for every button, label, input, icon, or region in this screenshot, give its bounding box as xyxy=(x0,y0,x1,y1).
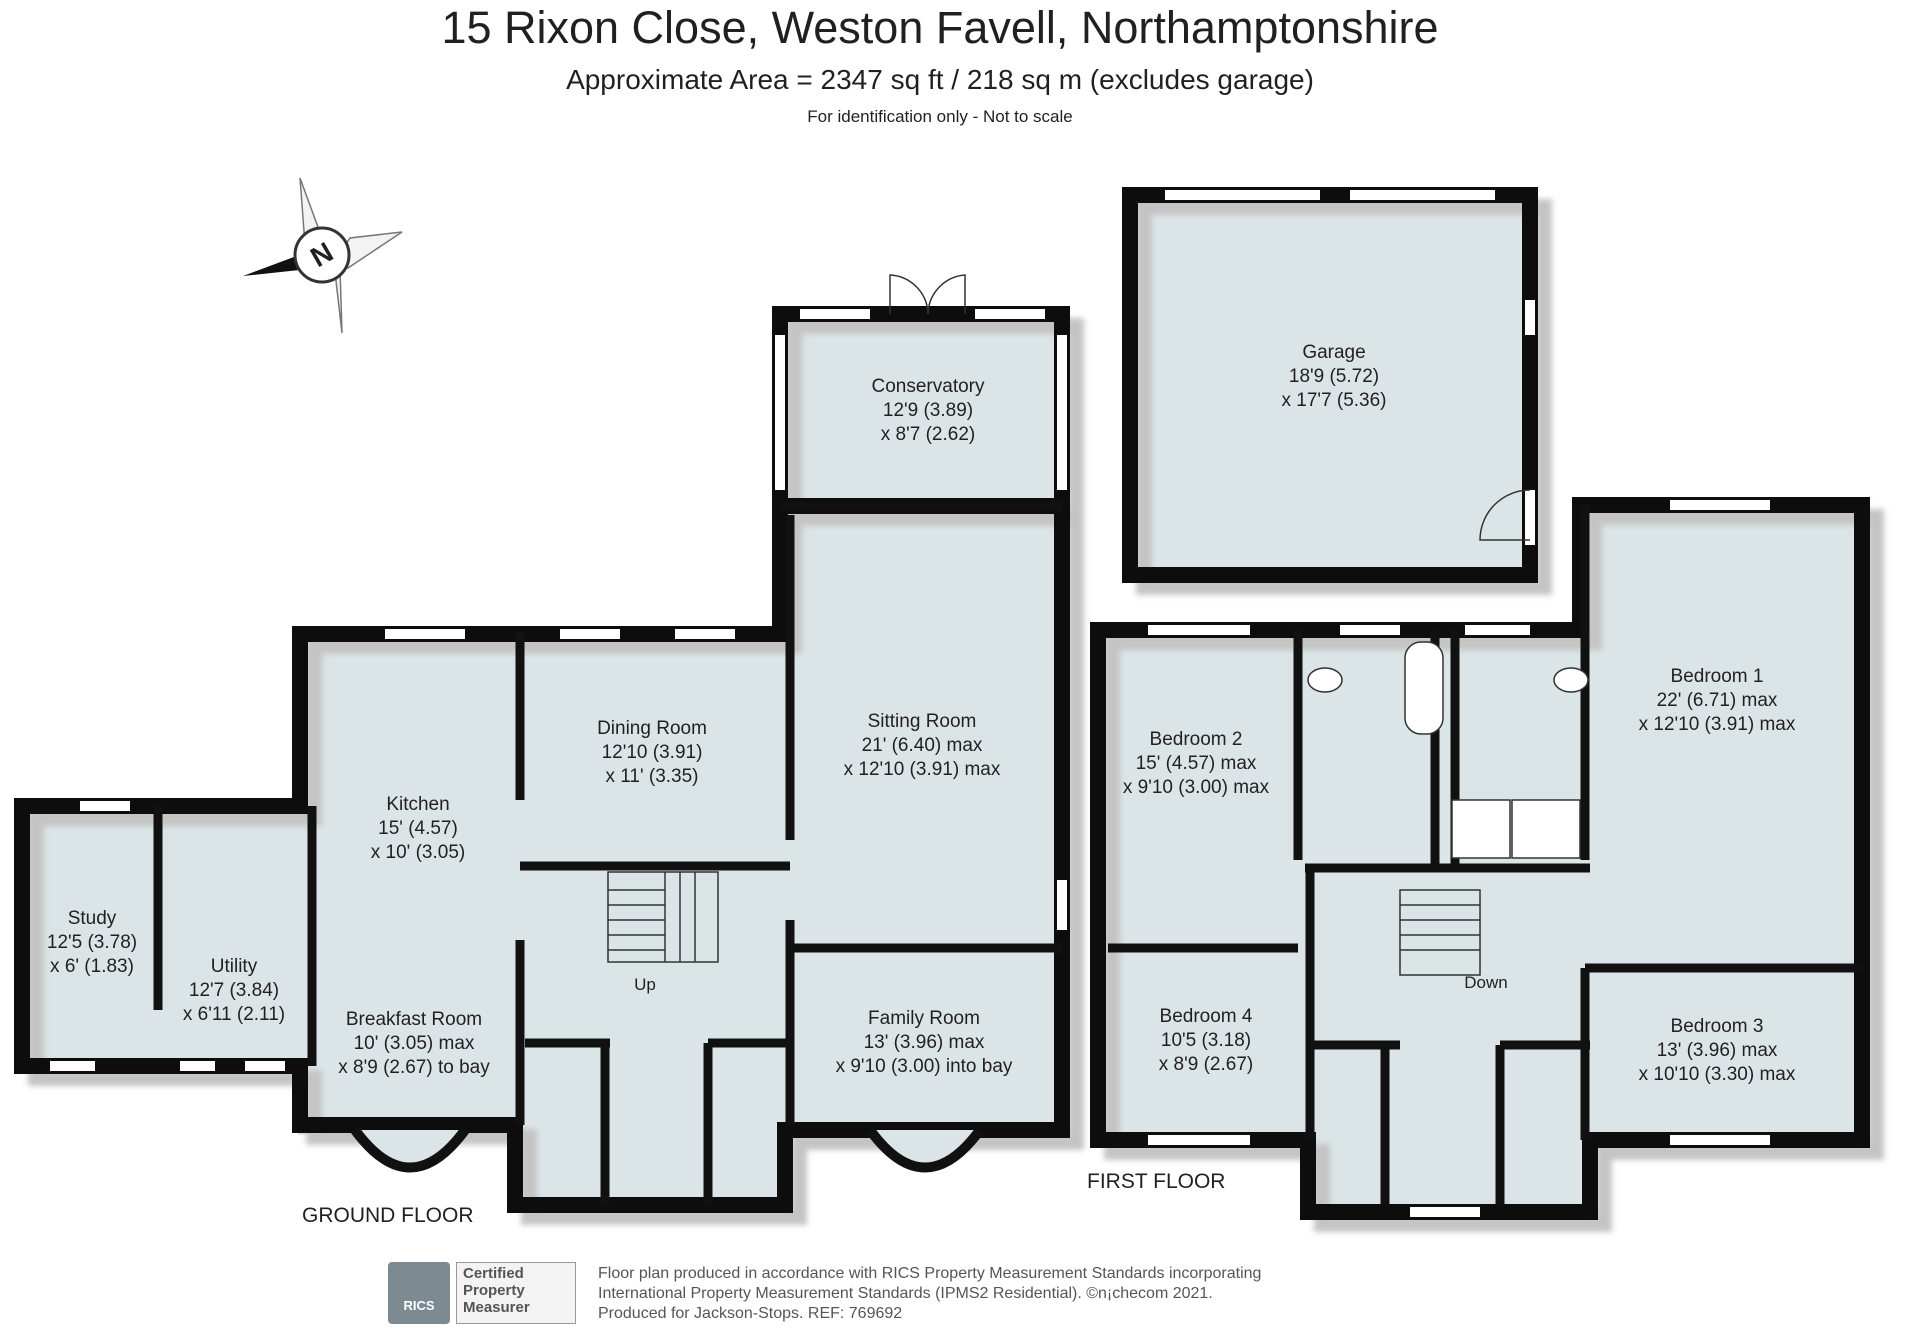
breakfast-dim-2: x 8'9 (2.67) to bay xyxy=(338,1057,490,1078)
plan-title: 15 Rixon Close, Weston Favell, Northampt… xyxy=(441,2,1439,53)
sitting-dim-1: 21' (6.40) max xyxy=(862,735,983,756)
study-dim-1: 12'5 (3.78) xyxy=(47,932,137,953)
kitchen-dim-1: 15' (4.57) xyxy=(378,818,458,839)
ground-floor-windows xyxy=(50,309,1067,1071)
kitchen-name: Kitchen xyxy=(386,794,449,815)
rics-badge: RICS Certified Property Measurer xyxy=(388,1262,576,1324)
bedroom3-name: Bedroom 3 xyxy=(1671,1016,1764,1037)
breakfast-name: Breakfast Room xyxy=(346,1009,482,1030)
bedroom1-dim-2: x 12'10 (3.91) max xyxy=(1639,714,1796,735)
utility-name: Utility xyxy=(211,956,258,977)
first-floor: Bedroom 2 15' (4.57) max x 9'10 (3.00) m… xyxy=(1087,497,1870,1220)
utility-dim-2: x 6'11 (2.11) xyxy=(183,1004,285,1025)
kitchen-dim-2: x 10' (3.05) xyxy=(371,842,465,863)
breakfast-dim-1: 10' (3.05) max xyxy=(354,1033,475,1054)
first-floor-label: FIRST FLOOR xyxy=(1087,1170,1225,1193)
sitting-dim-2: x 12'10 (3.91) max xyxy=(844,759,1001,780)
certified-box: Certified Property Measurer xyxy=(456,1262,576,1324)
bedroom2-name: Bedroom 2 xyxy=(1150,729,1243,750)
sitting-name: Sitting Room xyxy=(868,711,977,732)
footer-line-1: Floor plan produced in accordance with R… xyxy=(598,1265,1262,1282)
bedroom2-dim-2: x 9'10 (3.00) max xyxy=(1123,777,1270,798)
dining-dim-2: x 11' (3.35) xyxy=(605,766,698,787)
conservatory-dim-2: x 8'7 (2.62) xyxy=(881,424,975,445)
family-dim-1: 13' (3.96) max xyxy=(864,1032,985,1053)
stairs-up-label: Up xyxy=(634,975,656,994)
garage-dim-2: x 17'7 (5.36) xyxy=(1281,390,1386,411)
compass-icon: N xyxy=(243,177,403,334)
conservatory-dim-1: 12'9 (3.89) xyxy=(883,400,973,421)
bedroom4-name: Bedroom 4 xyxy=(1160,1006,1253,1027)
study-dim-2: x 6' (1.83) xyxy=(50,956,134,977)
bay-windows xyxy=(350,1127,985,1173)
bedroom3-dim-2: x 10'10 (3.30) max xyxy=(1639,1064,1796,1085)
family-name: Family Room xyxy=(868,1008,980,1029)
dining-name: Dining Room xyxy=(597,718,707,739)
conservatory-doors xyxy=(889,274,966,315)
certified-line-2: Property xyxy=(463,1282,525,1299)
study-name: Study xyxy=(68,908,117,929)
stairs-down-label: Down xyxy=(1464,973,1507,992)
bedroom2-dim-1: 15' (4.57) max xyxy=(1136,753,1257,774)
certified-line-1: Certified xyxy=(463,1265,524,1282)
garage-name: Garage xyxy=(1302,342,1365,363)
utility-dim-1: 12'7 (3.84) xyxy=(189,980,279,1001)
conservatory-name: Conservatory xyxy=(872,376,985,397)
ground-floor-labels: Study 12'5 (3.78) x 6' (1.83) Utility 12… xyxy=(47,376,1013,1227)
rics-logo-icon: RICS xyxy=(388,1262,450,1324)
bedroom1-name: Bedroom 1 xyxy=(1671,666,1764,687)
ground-floor-fill xyxy=(18,310,1068,1205)
bedroom1-dim-1: 22' (6.71) max xyxy=(1657,690,1778,711)
ground-floor-interior-walls xyxy=(153,501,1062,1205)
bedroom3-dim-1: 13' (3.96) max xyxy=(1657,1040,1778,1061)
plan-area: Approximate Area = 2347 sq ft / 218 sq m… xyxy=(566,64,1314,95)
family-dim-2: x 9'10 (3.00) into bay xyxy=(836,1056,1013,1077)
ground-floor-label: GROUND FLOOR xyxy=(302,1204,474,1227)
footer-line-3: Produced for Jackson-Stops. REF: 769692 xyxy=(598,1305,903,1322)
garage: Garage 18'9 (5.72) x 17'7 (5.36) xyxy=(1122,187,1538,583)
certified-line-3: Measurer xyxy=(463,1299,530,1316)
ground-stairs xyxy=(607,871,719,963)
bedroom4-dim-1: 10'5 (3.18) xyxy=(1161,1030,1251,1051)
bedroom4-dim-2: x 8'9 (2.67) xyxy=(1159,1054,1253,1075)
footer-line-2: International Property Measurement Stand… xyxy=(598,1285,1213,1302)
garage-dim-1: 18'9 (5.72) xyxy=(1289,366,1379,387)
plan-note: For identification only - Not to scale xyxy=(807,107,1073,126)
rics-logo-text: RICS xyxy=(403,1298,435,1313)
dining-dim-1: 12'10 (3.91) xyxy=(602,742,703,763)
